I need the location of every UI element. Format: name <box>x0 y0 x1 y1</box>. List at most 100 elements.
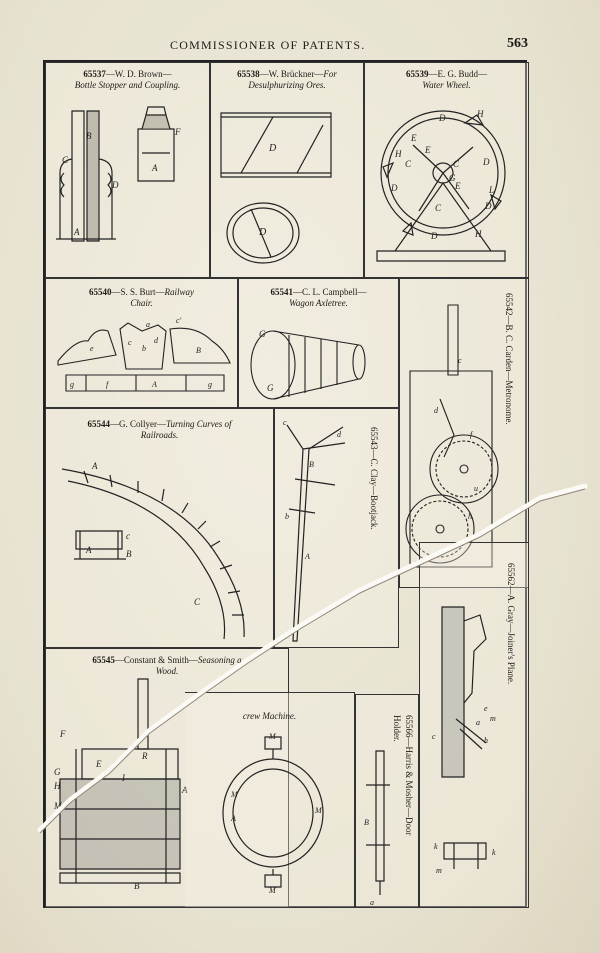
figure-caption: 65566—Harris & Mosher—Door <box>404 715 414 836</box>
figure-panel-65537: 65537—W. D. Brown— Bottle Stopper and Co… <box>45 62 210 278</box>
svg-text:A: A <box>85 545 92 555</box>
svg-text:c: c <box>128 338 132 347</box>
svg-text:u: u <box>474 484 478 493</box>
svg-text:E: E <box>454 181 461 191</box>
svg-text:D: D <box>438 113 446 123</box>
svg-text:c: c <box>283 418 287 427</box>
svg-text:f: f <box>470 430 474 439</box>
svg-text:D: D <box>111 180 119 190</box>
page-number: 563 <box>507 36 528 51</box>
svg-text:B: B <box>86 131 92 141</box>
svg-text:D: D <box>482 157 490 167</box>
svg-text:c: c <box>126 531 130 541</box>
svg-text:C: C <box>62 155 69 165</box>
svg-text:M: M <box>268 732 277 741</box>
svg-text:C: C <box>405 159 412 169</box>
door-holder-drawing: Ba <box>364 695 396 907</box>
svg-text:g: g <box>70 380 74 389</box>
svg-text:G: G <box>267 383 274 393</box>
svg-text:F: F <box>174 127 181 137</box>
svg-text:f: f <box>106 380 110 389</box>
svg-text:C: C <box>453 159 460 169</box>
ore-furnace-drawing: DD <box>211 63 365 279</box>
svg-text:E: E <box>95 759 102 769</box>
svg-text:M: M <box>268 886 277 895</box>
svg-text:A: A <box>151 163 158 173</box>
svg-text:C: C <box>194 597 201 607</box>
svg-text:a: a <box>370 898 374 907</box>
svg-text:g: g <box>208 380 212 389</box>
svg-text:c: c <box>458 356 462 365</box>
svg-text:h: h <box>468 512 472 521</box>
svg-text:d: d <box>434 406 439 415</box>
svg-text:A: A <box>91 461 98 471</box>
svg-text:G: G <box>54 767 61 777</box>
svg-text:a: a <box>476 718 480 727</box>
figure-panel-65544: 65544—G. Collyer—Turning Curves of Railr… <box>45 408 274 648</box>
svg-text:M: M <box>314 806 323 815</box>
svg-text:D: D <box>390 183 398 193</box>
svg-text:d: d <box>337 430 342 439</box>
figure-caption: 65538—W. Brückner—For Desulphurizing Ore… <box>237 69 337 90</box>
figure-caption: 65541—C. L. Campbell— Wagon Axletree. <box>270 287 367 308</box>
svg-text:R: R <box>141 751 148 761</box>
svg-text:a: a <box>146 320 150 329</box>
svg-text:B: B <box>126 549 132 559</box>
figure-caption: 65543—C. Clay—Bootjack. <box>369 427 379 530</box>
figure-caption: 65537—W. D. Brown— Bottle Stopper and Co… <box>74 69 181 90</box>
figure-caption: 65540—S. S. Burt—Railway Chair. <box>88 287 194 308</box>
svg-text:H: H <box>394 149 402 159</box>
svg-text:L: L <box>488 185 494 195</box>
svg-text:D: D <box>268 143 277 154</box>
svg-text:H: H <box>474 229 482 239</box>
screw-machine-drawing: M M M A M <box>185 732 355 895</box>
curve-track-drawing: A Ac B C <box>46 461 275 649</box>
svg-text:k: k <box>492 848 496 857</box>
svg-text:A: A <box>230 814 236 823</box>
wagon-axletree-drawing: GG <box>239 329 400 409</box>
svg-text:H: H <box>476 109 484 119</box>
svg-text:B: B <box>196 346 201 355</box>
figure-caption: 65542—B. C. Carden—Metronome. <box>504 293 514 425</box>
svg-text:k: k <box>434 842 438 851</box>
svg-text:c: c <box>414 558 418 567</box>
svg-text:M: M <box>53 801 62 811</box>
svg-text:B: B <box>364 818 369 827</box>
svg-text:E: E <box>424 145 431 155</box>
svg-text:A: A <box>304 552 310 561</box>
svg-text:d: d <box>154 336 159 345</box>
svg-text:m: m <box>436 866 442 875</box>
svg-text:D: D <box>258 227 267 238</box>
svg-text:A: A <box>151 380 157 389</box>
svg-text:c': c' <box>176 316 182 325</box>
svg-text:E: E <box>410 133 417 143</box>
svg-text:D: D <box>430 231 438 241</box>
svg-text:M: M <box>230 790 239 799</box>
figure-frame: 65537—W. D. Brown— Bottle Stopper and Co… <box>43 60 529 908</box>
figure-caption: 65539—E. G. Budd— Water Wheel. <box>406 69 487 90</box>
svg-text:B: B <box>309 460 314 469</box>
svg-text:m: m <box>490 714 496 723</box>
svg-text:c: c <box>432 732 436 741</box>
svg-text:G: G <box>449 173 456 183</box>
bootjack-drawing: c dB bA <box>283 418 365 649</box>
svg-text:H: H <box>53 781 61 791</box>
svg-text:b: b <box>285 512 289 521</box>
figure-caption: 65544—G. Collyer—Turning Curves of Railr… <box>87 419 232 440</box>
svg-text:h: h <box>484 736 488 745</box>
svg-text:G: G <box>259 329 266 339</box>
joiners-plane-drawing: ema hck km <box>432 543 496 875</box>
svg-text:e: e <box>484 704 488 713</box>
svg-text:A: A <box>73 227 80 237</box>
svg-text:B: B <box>134 881 140 891</box>
svg-text:C: C <box>435 203 442 213</box>
